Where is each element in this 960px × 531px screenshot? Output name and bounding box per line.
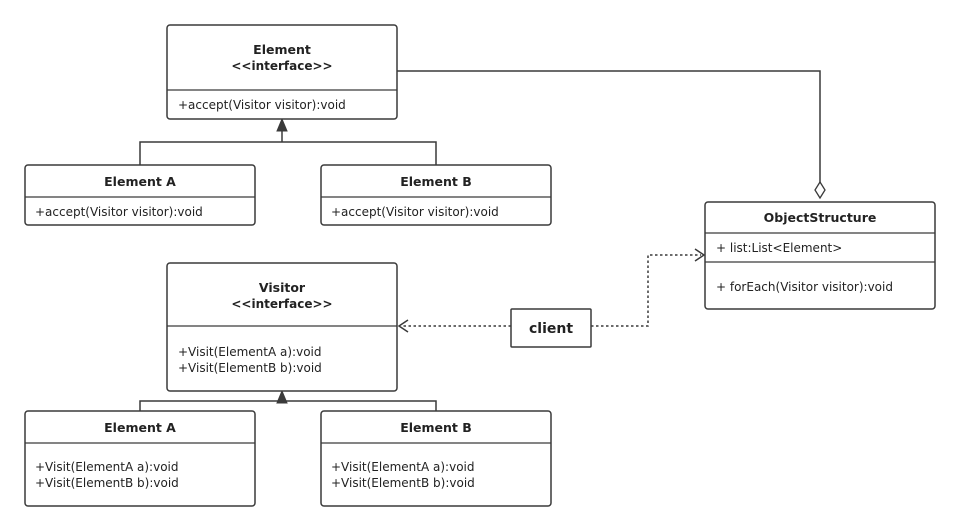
client-objectstructure-dependency — [591, 254, 701, 327]
element-b-method: +accept(Visitor visitor):void — [331, 205, 499, 219]
element-a-box — [24, 164, 256, 226]
aggregation-line — [397, 70, 821, 184]
client-name: client — [529, 321, 573, 337]
object-structure-class[interactable]: ObjectStructure + list:List<Element> + f… — [704, 201, 936, 310]
element-b-box — [320, 164, 552, 226]
visitor-interface-stereotype: <<interface>> — [231, 297, 332, 311]
visitor-a-method-b: +Visit(ElementB b):void — [35, 476, 179, 490]
visitor-b-box — [320, 410, 552, 507]
object-structure-method: + forEach(Visitor visitor):void — [716, 280, 893, 294]
object-structure-box — [704, 201, 936, 310]
visitor-interface-class[interactable]: Visitor <<interface>> +Visit(ElementA a)… — [166, 262, 398, 392]
visitor-b-class[interactable]: Element B +Visit(ElementA a):void +Visit… — [320, 410, 552, 507]
visitor-inheritance-arrow-icon — [276, 389, 288, 404]
client-visitor-arrow-icon — [397, 319, 409, 333]
client-box — [510, 308, 592, 348]
visitor-a-method-a: +Visit(ElementA a):void — [35, 460, 178, 474]
visitor-b-method-b: +Visit(ElementB b):void — [331, 476, 475, 490]
element-a-class[interactable]: Element A +accept(Visitor visitor):void — [24, 164, 256, 226]
visitor-a-name: Element A — [104, 420, 176, 435]
element-a-name: Element A — [104, 174, 176, 189]
visitor-interface-method-b: +Visit(ElementB b):void — [178, 361, 322, 375]
element-interface-stereotype: <<interface>> — [231, 59, 332, 73]
visitor-interface-method-a: +Visit(ElementA a):void — [178, 345, 321, 359]
client-class[interactable]: client — [510, 308, 592, 348]
visitor-b-name: Element B — [400, 420, 472, 435]
visitor-a-box — [24, 410, 256, 507]
element-interface-box — [166, 24, 398, 120]
element-interface-class[interactable]: Element <<interface>> +accept(Visitor vi… — [166, 24, 398, 120]
visitor-b-method-a: +Visit(ElementA a):void — [331, 460, 474, 474]
element-interface-method: +accept(Visitor visitor):void — [178, 98, 346, 112]
element-inheritance-arrow-icon — [276, 117, 288, 132]
visitor-interface-box — [166, 262, 398, 392]
element-b-class[interactable]: Element B +accept(Visitor visitor):void — [320, 164, 552, 226]
aggregation-diamond-icon — [814, 180, 826, 200]
visitor-inheritance-branch — [139, 400, 437, 411]
element-interface-name: Element — [253, 42, 311, 57]
object-structure-attribute: + list:List<Element> — [716, 241, 842, 255]
object-structure-name: ObjectStructure — [764, 210, 877, 225]
element-a-method: +accept(Visitor visitor):void — [35, 205, 203, 219]
client-objectstructure-arrow-icon — [694, 248, 706, 262]
element-b-name: Element B — [400, 174, 472, 189]
visitor-a-class[interactable]: Element A +Visit(ElementA a):void +Visit… — [24, 410, 256, 507]
visitor-interface-name: Visitor — [259, 280, 306, 295]
element-inheritance-branch — [139, 141, 437, 165]
